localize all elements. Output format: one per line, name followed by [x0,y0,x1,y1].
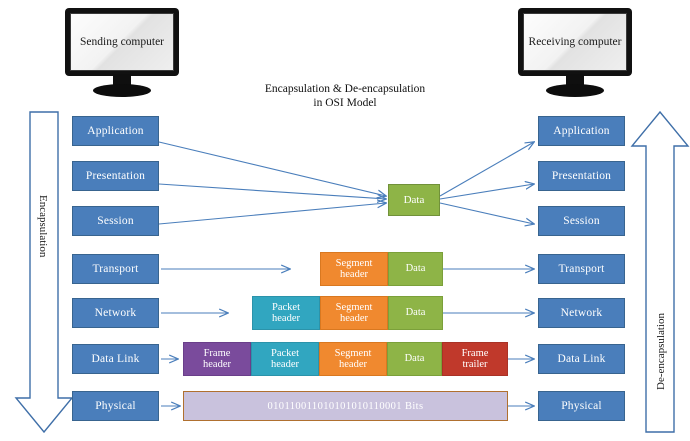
cell-label: Data [404,353,425,365]
encapsulation-arrow [14,111,74,434]
cell-label: Data [405,307,426,319]
cell-label: Segment header [334,347,372,371]
left-layer-network[interactable]: Network [72,298,159,328]
monitor-base [546,84,604,97]
right-layer-session[interactable]: Session [538,206,625,236]
left-layer-application[interactable]: Application [72,116,159,146]
cell-segment-header[interactable]: Segment header [320,252,388,286]
monitor-screen: Sending computer [65,8,179,76]
receiving-computer-label: Receiving computer [528,35,622,48]
layer-label: Session [97,215,134,227]
connector-data-to-session [439,202,534,224]
left-layer-physical[interactable]: Physical [72,391,159,421]
layer-label: Physical [561,400,602,412]
data-block[interactable]: Data [388,184,440,216]
layer-label: Presentation [551,170,612,182]
cell-frame-header[interactable]: Frame header [183,342,251,376]
cell-data[interactable]: Data [388,252,443,286]
connector-presentation-to-data [158,183,386,199]
left-layer-presentation[interactable]: Presentation [72,161,159,191]
left-layer-session[interactable]: Session [72,206,159,236]
monitor-screen: Receiving computer [518,8,632,76]
cell-frame-trailer[interactable]: Frame trailer [442,342,508,376]
cell-label: Frame header [203,347,231,371]
cell-label: Segment header [335,301,373,325]
monitor-base [93,84,151,97]
de-encapsulation-arrow [630,110,690,433]
encapsulation-label: Encapsulation [37,195,49,258]
sending-computer-monitor: Sending computer [65,8,179,98]
connector-data-to-application [439,142,534,197]
right-layer-datalink[interactable]: Data Link [538,344,625,374]
left-layer-datalink[interactable]: Data Link [72,344,159,374]
cell-segment-header[interactable]: Segment header [319,342,387,376]
pdu-bits[interactable]: 010110011010101010110001 Bits [183,391,508,421]
cell-label: Frame trailer [461,347,489,371]
cell-label: Packet header [272,301,300,325]
right-layer-presentation[interactable]: Presentation [538,161,625,191]
de-encapsulation-label: De-encapsulation [655,313,667,390]
right-layer-network[interactable]: Network [538,298,625,328]
layer-label: Application [87,125,144,137]
connector-session-to-data [158,203,386,225]
connector-application-to-data [158,141,386,196]
right-layer-physical[interactable]: Physical [538,391,625,421]
diagram-title: Encapsulation & De-encapsulation in OSI … [264,83,426,109]
cell-segment-header[interactable]: Segment header [320,296,388,330]
cell-data[interactable]: Data [387,342,442,376]
right-layer-application[interactable]: Application [538,116,625,146]
monitor-glass: Receiving computer [523,13,627,71]
cell-label: Packet header [271,347,299,371]
receiving-computer-monitor: Receiving computer [518,8,632,98]
left-layer-transport[interactable]: Transport [72,254,159,284]
layer-label: Transport [92,263,139,275]
cell-packet-header[interactable]: Packet header [251,342,319,376]
pdu-frame: Frame header Packet header Segment heade… [183,342,508,376]
layer-label: Transport [558,263,605,275]
cell-packet-header[interactable]: Packet header [252,296,320,330]
cell-label: Data [405,263,426,275]
layer-label: Application [553,125,610,137]
layer-label: Network [560,307,603,319]
pdu-segment: Segment header Data [320,252,443,286]
pdu-packet: Packet header Segment header Data [252,296,443,330]
layer-label: Network [94,307,137,319]
bits-label: 010110011010101010110001 Bits [267,400,424,412]
sending-computer-label: Sending computer [80,35,164,48]
connector-data-to-presentation [439,184,534,200]
data-block-label: Data [403,194,425,206]
cell-data[interactable]: Data [388,296,443,330]
layer-label: Physical [95,400,136,412]
right-layer-transport[interactable]: Transport [538,254,625,284]
layer-label: Data Link [557,353,606,365]
layer-label: Presentation [85,170,146,182]
layer-label: Session [563,215,600,227]
layer-label: Data Link [91,353,140,365]
monitor-glass: Sending computer [70,13,174,71]
cell-label: Segment header [335,257,373,281]
